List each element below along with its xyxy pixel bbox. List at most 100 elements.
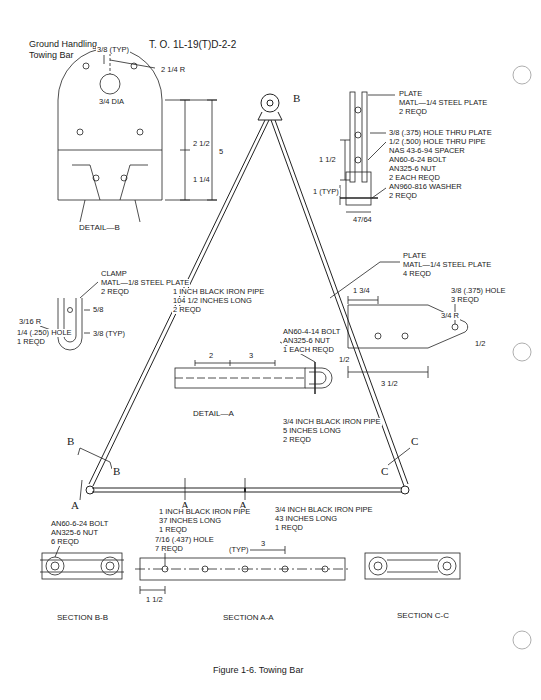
apex-fork [355,157,361,163]
section-a-a [242,566,248,572]
section-b-b [40,560,124,561]
drawing-note: 5 INCHES LONG [282,427,342,435]
frame-pipe [93,120,269,486]
corner-plate [348,372,428,373]
frame-pipe [92,488,402,489]
corner-plate [428,366,429,378]
drawing-note: PLATE [398,90,423,98]
apex-fork [355,132,361,138]
drawing-note: 1 REQD [158,526,188,534]
apex-fork [340,140,350,141]
section-c-c [369,557,387,575]
frame-pipe [267,100,273,106]
drawing-note: 3/4 INCH BLACK IRON PIPE [274,506,374,514]
clamp [68,308,73,313]
drawing-note: 47/64 [352,216,373,224]
view-title: SECTION B-B [56,614,109,622]
drawing-note: 5 [218,148,224,156]
view-title: SECTION C-C [396,612,450,620]
drawing-note: 3/8 (TYP) [96,46,130,54]
section-letter: A [70,500,80,511]
figure-caption: Figure 1-6. Towing Bar [212,666,304,675]
drawing-note: MATL—1/4 STEEL PLATE [398,99,488,107]
drawing-note: AN325-6 NUT [50,529,99,537]
view-title: SECTION A-A [222,614,275,622]
clamp [40,282,98,350]
drawing-note: 1/4 (.250) HOLE [16,329,73,337]
page-header: T. O. 1L-19(T)D-2-2 [148,40,237,50]
section-mark [245,478,246,500]
drawing-note: AN60-4-14 BOLT [282,328,341,336]
section-c-c [387,572,438,573]
drawing-note: CLAMP [100,270,128,278]
drawing-note: 3 [248,352,254,360]
apex-fork [340,180,350,181]
drawing-note: 2 EACH REQD [388,174,441,182]
drawing-note: 1/2 [338,356,350,364]
drawing-note: 2 REQD [398,108,428,116]
drawing-note: 1/2 (.500) HOLE THRU PIPE [388,138,487,146]
frame-pipe [92,492,402,493]
drawing-note: 3/8 (.375) HOLE THRU PLATE [388,129,493,137]
detail-b-plate [72,165,148,200]
drawing-note: 1 1/2 [318,156,337,164]
section-letter: C [410,436,419,447]
section-mark [78,448,410,500]
corner-plate [348,300,378,301]
frame-pipe [86,94,409,494]
frame-pipe [86,486,94,494]
corner-plate [402,333,408,339]
drawing-note: 2 1/2 [192,140,211,148]
detail-b-plate [80,200,140,222]
drawing-note: 3/4 INCH BLACK IRON PIPE [282,418,382,426]
drawing-note: 3/8 (.375) HOLE [450,287,507,295]
drawing-note: 3 REQD [450,296,480,304]
detail-b-plate [212,100,213,200]
drawing-note: 6 REQD [50,538,80,546]
detail-b-plate [180,150,190,151]
drawing-note: 43 INCHES LONG [274,515,338,523]
section-letter: B [292,93,301,104]
drawing-note: 1 1/2 [145,596,164,604]
drawing-note: 2 [208,352,214,360]
frame-pipe [258,112,282,120]
detail-b-plate [58,48,162,200]
drawing-note: 2 1/4 R [160,66,186,74]
detail-b-plate [121,175,127,181]
drawing-note: 1 (TYP) [312,188,340,196]
section-a-a [162,566,168,572]
corner-plate [330,262,468,378]
binder-hole [513,66,531,84]
section-b-b [42,553,122,579]
detail-a-pipe [175,378,305,379]
section-mark [80,448,110,462]
drawing-note: 1 EACH REQD [282,346,335,354]
drawing-note: 1 1/4 [192,176,211,184]
view-title: DETAIL—B [78,224,121,232]
drawing-note: 7/16 (.437) HOLE [154,536,215,544]
apex-fork [346,172,371,205]
section-c-c [438,557,456,575]
detail-a-pipe [175,368,305,388]
detail-a-pipe [309,372,326,384]
section-c-c [374,562,382,570]
drawing-note: (TYP) [228,546,250,554]
drawing-note: AN60-6-24 BOLT [50,520,109,528]
section-c-c [387,560,438,561]
drawing-note: 2 REQD [172,306,202,314]
section-b-b [40,545,124,579]
frame-pipe [401,486,409,494]
detail-b-plate [58,48,217,222]
section-a-a [282,566,288,572]
corner-plate [330,262,455,324]
binder-hole [513,66,531,649]
drawing-note: AN325-6 NUT [388,165,437,173]
detail-a-pipe [314,362,316,394]
frame-pipe [89,120,265,484]
section-a-a [322,566,328,572]
section-a-a [202,566,208,572]
apex-fork [345,140,346,180]
page-header: Ground Handling [28,40,98,49]
corner-plate [348,305,468,348]
drawing-note: 2 REQD [388,192,418,200]
